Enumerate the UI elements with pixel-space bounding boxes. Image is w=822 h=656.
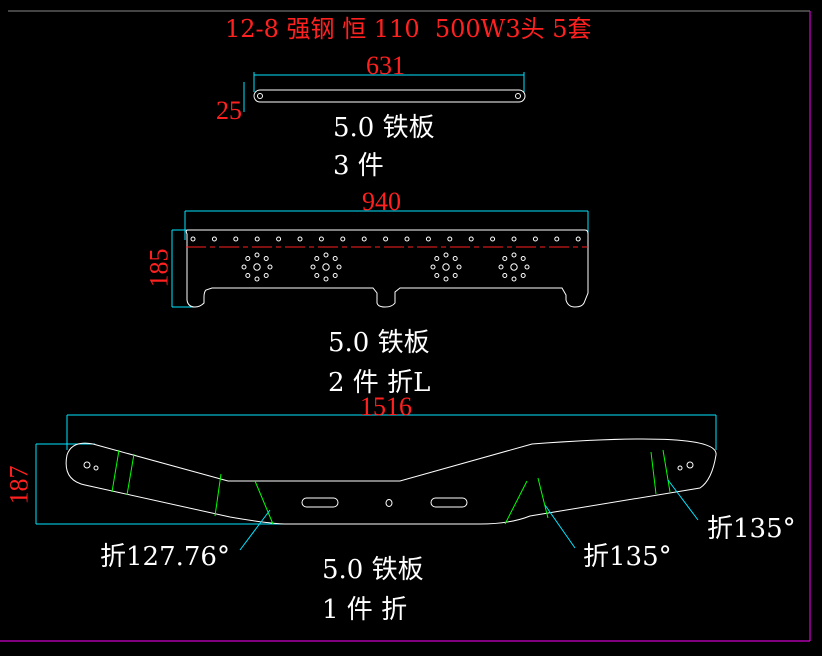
dim-length-940: 940: [362, 187, 401, 216]
hole: [336, 264, 342, 270]
hole: [314, 256, 320, 262]
hole: [332, 272, 338, 278]
hole: [575, 236, 581, 242]
hole: [520, 272, 526, 278]
dim-width-25: 25: [216, 96, 242, 125]
hole: [254, 236, 260, 242]
hole: [361, 236, 367, 242]
hole: [452, 256, 458, 262]
part1-strip: [243, 72, 526, 112]
hole: [447, 236, 453, 242]
hole: [190, 236, 196, 242]
hole: [456, 264, 462, 270]
dim-length-631: 631: [366, 51, 405, 80]
hole: [468, 236, 474, 242]
hole: [434, 272, 440, 278]
part2-quantity: 2 件 折L: [328, 368, 431, 398]
part1-quantity: 3 件: [333, 151, 384, 181]
hole: [452, 272, 458, 278]
bend-note-left: 折127.76°: [100, 542, 230, 572]
hole: [532, 236, 538, 242]
hole: [314, 272, 320, 278]
hole: [404, 236, 410, 242]
hole: [323, 252, 329, 258]
hole: [511, 236, 517, 242]
hole: [245, 272, 251, 278]
hole: [340, 236, 346, 242]
hole: [322, 263, 330, 271]
hole: [245, 256, 251, 262]
hole: [297, 236, 303, 242]
hole: [554, 236, 560, 242]
hole: [267, 264, 273, 270]
hole: [276, 236, 282, 242]
bend-note-right: 折135°: [707, 514, 796, 544]
hole: [442, 263, 450, 271]
hole: [498, 264, 504, 270]
hole: [263, 272, 269, 278]
hole: [233, 236, 239, 242]
hole: [318, 236, 324, 242]
hole: [254, 276, 260, 282]
hole: [263, 256, 269, 262]
hole: [511, 276, 517, 282]
dim-length-1516: 1516: [360, 392, 412, 421]
hole: [253, 263, 261, 271]
part2-plate: [171, 210, 589, 308]
hole: [425, 236, 431, 242]
dim-height-187: 187: [4, 465, 34, 505]
hole: [211, 236, 217, 242]
hole: [524, 264, 530, 270]
part3-material: 5.0 铁板: [322, 555, 424, 585]
bend-note-middle: 折135°: [583, 542, 672, 572]
hole: [323, 276, 329, 282]
hole: [520, 256, 526, 262]
hole: [332, 256, 338, 262]
hole: [502, 272, 508, 278]
hole: [502, 256, 508, 262]
hole: [434, 256, 440, 262]
hole: [254, 252, 260, 258]
hole: [310, 264, 316, 270]
hole: [241, 264, 247, 270]
hole: [511, 252, 517, 258]
hole: [383, 236, 389, 242]
part1-material: 5.0 铁板: [333, 113, 435, 143]
hole: [510, 263, 518, 271]
part2-material: 5.0 铁板: [328, 328, 430, 358]
hole: [490, 236, 496, 242]
dim-height-185: 185: [144, 248, 174, 288]
drawing-title: 12-8 强钢 恒 110 500W3头 5套: [225, 15, 592, 43]
part3-bent-plate: [35, 414, 717, 551]
hole: [443, 252, 449, 258]
hole: [443, 276, 449, 282]
part3-quantity: 1 件 折: [322, 595, 408, 625]
hole: [430, 264, 436, 270]
